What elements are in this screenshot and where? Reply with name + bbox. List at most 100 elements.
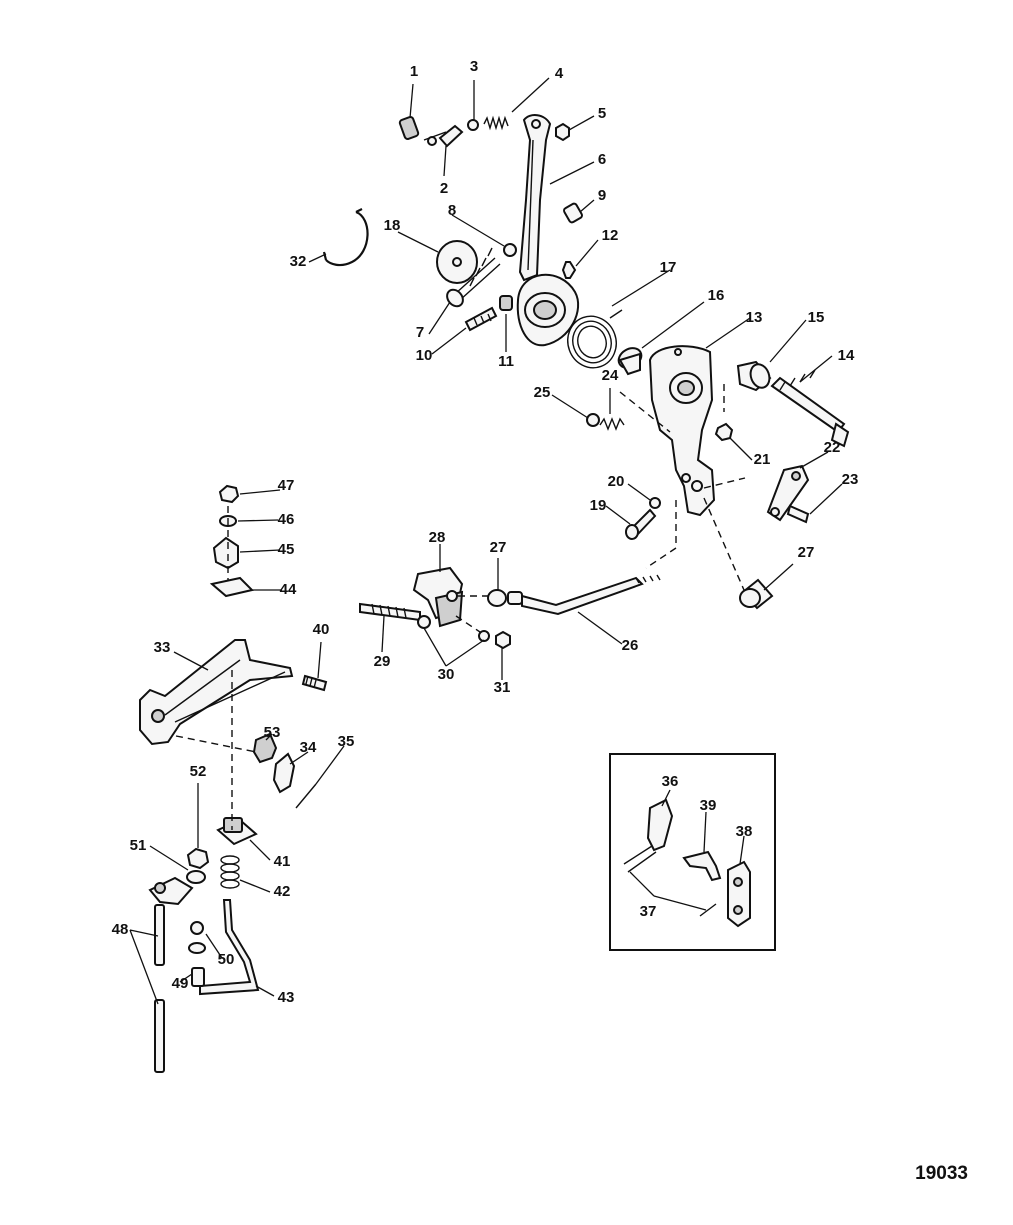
part-53-block	[252, 732, 278, 764]
label-part-23: 23	[842, 471, 859, 488]
reference-number: 19033	[915, 1163, 968, 1184]
part-49-washer	[188, 942, 206, 954]
label-part-34: 34	[300, 739, 317, 756]
label-part-32: 32	[290, 253, 307, 270]
part-33-throttle-arm	[139, 639, 294, 746]
label-part-7: 7	[416, 324, 424, 341]
label-part-17: 17	[660, 259, 677, 276]
part-43-bent-rod	[199, 899, 260, 996]
part-cam-pulley	[516, 273, 580, 347]
part-1-clip	[398, 116, 420, 140]
label-part-16: 16	[708, 287, 725, 304]
part-30-fitting	[417, 615, 431, 629]
label-part-30: 30	[438, 666, 455, 683]
label-part-22: 22	[824, 439, 841, 456]
label-part-40: 40	[313, 621, 330, 638]
part-29-threaded-rod	[359, 602, 421, 622]
part-24-spring	[599, 417, 625, 431]
part-19-screw	[625, 508, 657, 540]
label-part-21: 21	[754, 451, 771, 468]
part-18-flat-washer	[436, 240, 478, 284]
part-13-bracket	[648, 345, 716, 517]
part-45-bracket	[212, 536, 239, 570]
label-part-10: 10	[416, 347, 433, 364]
label-part-45: 45	[278, 541, 295, 558]
part-26-rod	[521, 576, 644, 616]
label-part-53: 53	[264, 724, 281, 741]
part-9-bushing	[563, 202, 583, 224]
label-part-35: 35	[338, 733, 355, 750]
label-part-1: 1	[410, 63, 418, 80]
label-part-36: 36	[662, 773, 679, 790]
part-11-spacer	[499, 295, 513, 311]
part-27-cap	[739, 578, 774, 610]
label-part-28: 28	[429, 529, 446, 546]
label-part-6: 6	[598, 151, 606, 168]
label-part-41: 41	[274, 853, 291, 870]
label-part-49: 49	[172, 975, 189, 992]
label-part-26: 26	[622, 637, 639, 654]
part-drawings	[139, 114, 850, 1073]
part-42-spring	[220, 855, 240, 889]
label-part-46: 46	[278, 511, 295, 528]
part-2-screw-lever	[423, 124, 464, 148]
part-25-washer	[586, 413, 600, 427]
part-49-bushing	[191, 967, 205, 987]
label-part-48: 48	[112, 921, 129, 938]
alignment-lines	[175, 384, 746, 830]
part-20-washer	[649, 497, 661, 509]
label-part-37: 37	[640, 903, 657, 920]
label-part-11: 11	[498, 353, 514, 370]
part-44-plate	[209, 576, 254, 598]
part-21-nut	[714, 422, 734, 442]
part-52-nut	[186, 847, 210, 870]
part-3-washer	[467, 119, 479, 131]
part-5-nut	[555, 122, 570, 142]
part-47-nut	[218, 484, 240, 504]
part-28-link-lever	[412, 566, 464, 628]
label-part-27b: 27	[798, 544, 815, 561]
label-part-18: 18	[384, 217, 401, 234]
part-17-coil-spring	[567, 309, 623, 369]
label-part-25: 25	[534, 384, 551, 401]
leader-lines	[129, 77, 843, 1005]
part-8-nut	[503, 243, 517, 257]
label-part-9: 9	[598, 187, 606, 204]
inset-detail	[609, 753, 776, 951]
part-14-bolt	[770, 369, 850, 448]
label-part-2: 2	[440, 180, 448, 197]
label-part-4: 4	[555, 65, 564, 82]
part-30-fitting-2	[478, 630, 490, 642]
label-part-14: 14	[838, 347, 855, 364]
part-32-snap-ring	[322, 208, 369, 267]
label-part-3: 3	[470, 58, 478, 75]
label-part-51: 51	[130, 837, 147, 854]
label-part-20: 20	[608, 473, 625, 490]
part-15-bushing	[736, 360, 772, 392]
label-part-38: 38	[736, 823, 753, 840]
label-part-42: 42	[274, 883, 291, 900]
label-part-47: 47	[278, 477, 295, 494]
label-part-43: 43	[278, 989, 295, 1006]
part-labels: 1 2 3 4 5 6 7 8 9 10 11 12 13 14 15 16 1…	[112, 58, 859, 1006]
part-31-nut	[495, 630, 511, 650]
label-part-13: 13	[746, 309, 763, 326]
label-part-12: 12	[602, 227, 619, 244]
part-40-bolt	[301, 674, 328, 692]
part-35-screw	[295, 783, 317, 809]
part-4-spring	[483, 115, 509, 131]
label-part-8: 8	[448, 202, 456, 219]
label-part-15: 15	[808, 309, 825, 326]
part-41-block	[216, 817, 258, 846]
label-part-5: 5	[598, 105, 606, 122]
part-23-screw	[786, 504, 810, 524]
part-51-washer	[186, 870, 206, 884]
part-50-fitting	[190, 921, 204, 935]
part-10-stud	[464, 306, 498, 332]
part-12-pin	[561, 261, 577, 279]
part-16-sleeve	[617, 347, 643, 376]
label-part-44: 44	[280, 581, 297, 598]
part-6-lever-arm	[518, 114, 552, 282]
part-27-ball-joint	[487, 589, 523, 607]
